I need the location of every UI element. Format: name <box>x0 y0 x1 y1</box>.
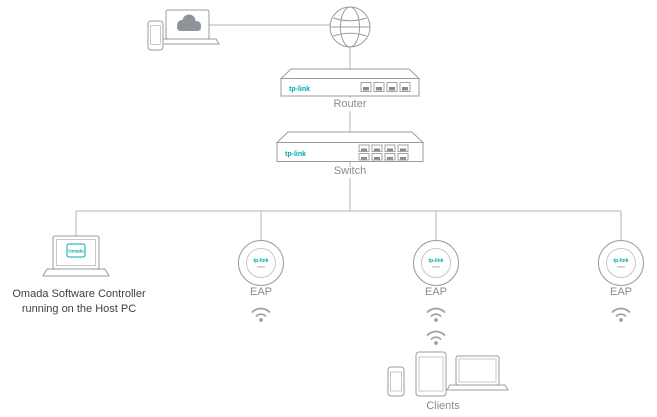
controller-label-line2: running on the Host PC <box>21 302 137 315</box>
eap-device-2: tp-link <box>413 240 459 286</box>
tplink-logo: tp-link <box>254 258 269 264</box>
switch-label: Switch <box>310 165 390 179</box>
controller-label: Omada Software Controller running on the… <box>0 287 158 317</box>
eap-device-1: tp-link <box>238 240 284 286</box>
cloud-icon <box>177 14 201 31</box>
router-ports <box>360 82 411 92</box>
client-tablet-icon <box>415 351 447 397</box>
router-device: tp-link <box>279 68 421 97</box>
client-devices-icon <box>387 351 509 397</box>
eap3-label: EAP <box>609 286 632 298</box>
wifi-signal-icon-eap1 <box>251 307 271 322</box>
laptop-base <box>42 268 110 277</box>
clients-label: Clients <box>426 400 460 412</box>
client-smartphone-icon <box>387 366 405 397</box>
router-label: Router <box>310 98 390 112</box>
controller-label-line1: Omada Software Controller <box>12 288 146 300</box>
smartphone-icon <box>147 20 164 51</box>
eap-device-3: tp-link <box>598 240 644 286</box>
admin-devices-icon <box>147 9 220 51</box>
eap2-label: EAP <box>424 286 447 298</box>
laptop-base <box>155 38 220 45</box>
wifi-signal-icon-clients <box>426 330 446 345</box>
omada-badge <box>66 243 86 258</box>
tplink-logo: tp-link <box>285 151 306 158</box>
eap1-label: EAP <box>249 286 272 298</box>
client-laptop-base <box>446 384 509 391</box>
switch-ports <box>358 144 409 161</box>
omada-logo-text: Omada <box>68 249 84 254</box>
controller-pc-icon: Omada <box>42 235 110 277</box>
switch-device: tp-link <box>275 131 425 162</box>
internet-globe-icon <box>329 6 371 48</box>
wifi-signal-icon-eap2 <box>426 307 446 322</box>
wifi-signal-icon-eap3 <box>611 307 631 322</box>
tplink-logo: tp-link <box>429 258 444 264</box>
tplink-logo: tp-link <box>614 258 629 264</box>
client-laptop-icon <box>455 355 500 386</box>
tplink-logo: tp-link <box>289 86 310 93</box>
